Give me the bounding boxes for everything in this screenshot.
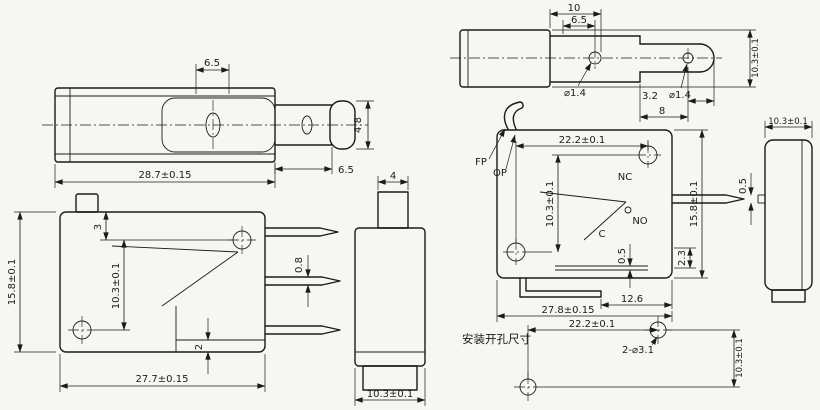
dim-tip-offset: 3.2	[642, 91, 658, 102]
dim-mount-spacing-h: 22.2±0.1	[569, 319, 616, 330]
switch-body-side	[764, 139, 813, 291]
side-dimensions: 10.3±0.1	[764, 117, 813, 138]
view-top-plunger: 6.5 28.7±0.15 6.5 4.8	[42, 58, 374, 188]
label-op: OP	[493, 168, 507, 179]
dim-bracket-span: 12.6	[621, 294, 643, 305]
lever-arm	[503, 101, 521, 130]
top-plunger-outline	[42, 87, 368, 163]
label-fp: FP	[475, 157, 487, 168]
front-lever-dimensions: FP OP 22.2±0.1 10.3±0.1 NC NO C 15.8±0.1…	[475, 128, 754, 322]
dim-plunger-length: 6.5	[338, 165, 354, 176]
side-outline	[757, 139, 813, 303]
dim-button-width: 4	[390, 171, 396, 182]
view-front-lever: FP OP 22.2±0.1 10.3±0.1 NC NO C 15.8±0.1…	[475, 101, 754, 322]
terminal-2	[264, 276, 341, 286]
dim-blade-thickness: 0.5	[738, 178, 749, 194]
dim-offset-10: 10	[568, 3, 581, 14]
dim-body-width-lever: 10.3±0.1	[751, 38, 761, 78]
plunger-button	[75, 193, 99, 213]
dim-terminal-thickness: 0.8	[294, 257, 305, 273]
terminal-3	[264, 325, 341, 335]
dim-body-length-front: 27.7±0.15	[136, 374, 189, 385]
end-outline	[354, 191, 426, 391]
terminal-1	[264, 227, 339, 237]
label-common: C	[599, 229, 606, 240]
top-plunger-dimensions: 6.5 28.7±0.15 6.5 4.8	[54, 58, 374, 188]
end-dimensions: 4 10.3±0.1	[354, 171, 426, 406]
front-lever-outline	[496, 101, 745, 298]
label-nc: NC	[618, 172, 632, 183]
mounting-dimensions: 22.2±0.1 2-⌀3.1 10.3±0.1	[527, 319, 745, 388]
view-top-lever: 10 6.5 10.3±0.1 ⌀1.4 ⌀1.4 3.2 8	[450, 3, 761, 122]
view-front-plunger: 3 15.8±0.1 10.3±0.1 0.8 2 27.7±0.15	[7, 193, 341, 392]
dim-hole-offset: 8	[659, 106, 665, 117]
bottom-bracket	[519, 277, 602, 298]
plunger-cap	[329, 100, 356, 150]
dim-hole-left-dia: ⌀1.4	[564, 88, 586, 99]
top-lever-outline	[450, 29, 722, 88]
dim-body-length: 28.7±0.15	[139, 170, 192, 181]
dim-contact-thickness: 0.5	[617, 248, 628, 264]
dim-body-length-lever: 27.8±0.15	[542, 305, 595, 316]
switch-body-end	[354, 227, 426, 367]
switch-body-front	[59, 211, 266, 353]
dim-button-offset: 3	[93, 224, 104, 230]
view-side: 10.3±0.1	[757, 117, 813, 303]
lever-tip	[699, 43, 715, 73]
dim-terminal-drop: 2.3	[677, 250, 688, 266]
dim-slot-width-lever: 6.5	[571, 15, 587, 26]
base-block-end	[362, 365, 418, 391]
dim-hole-spacing-h-lever: 22.2±0.1	[559, 135, 606, 146]
dim-hole-right-dia: ⌀1.4	[669, 90, 691, 101]
cap-slot	[301, 115, 313, 135]
dim-base-step: 2	[194, 344, 205, 350]
front-plunger-dimensions: 3 15.8±0.1 10.3±0.1 0.8 2 27.7±0.15	[7, 211, 311, 392]
dim-plunger-height: 4.8	[353, 117, 364, 133]
dim-body-height-front: 15.8±0.1	[7, 259, 18, 306]
button-end	[377, 191, 409, 229]
top-lever-dimensions: 10 6.5 10.3±0.1 ⌀1.4 ⌀1.4 3.2 8	[549, 3, 761, 122]
contact-point	[624, 206, 632, 214]
common-terminal-blade	[671, 194, 745, 204]
dim-slot-width: 6.5	[204, 58, 220, 69]
dim-hole-spacing-front: 10.3±0.1	[111, 263, 122, 310]
dim-hole-callout: 2-⌀3.1	[622, 345, 654, 356]
front-plunger-outline	[59, 193, 341, 353]
view-mounting-holes: 安装开孔尺寸 22.2±0.1 2-⌀3.1 10.3±0.1	[462, 316, 745, 401]
mounting-title: 安装开孔尺寸	[462, 332, 531, 346]
dim-body-width-side: 10.3±0.1	[768, 117, 808, 127]
dim-hole-spacing-v-lever: 10.3±0.1	[545, 181, 556, 228]
dim-mount-spacing-v: 10.3±0.1	[735, 338, 745, 378]
view-end: 4 10.3±0.1	[354, 171, 426, 406]
head-block	[161, 97, 276, 153]
label-no: NO	[632, 216, 647, 227]
plunger-slot	[205, 112, 221, 138]
base-block-side	[771, 289, 806, 303]
dim-body-height-lever: 15.8±0.1	[689, 181, 700, 228]
switch-body-top-lever	[459, 29, 551, 88]
switch-body-front-lever	[496, 129, 673, 279]
dim-body-width-end: 10.3±0.1	[367, 389, 414, 400]
